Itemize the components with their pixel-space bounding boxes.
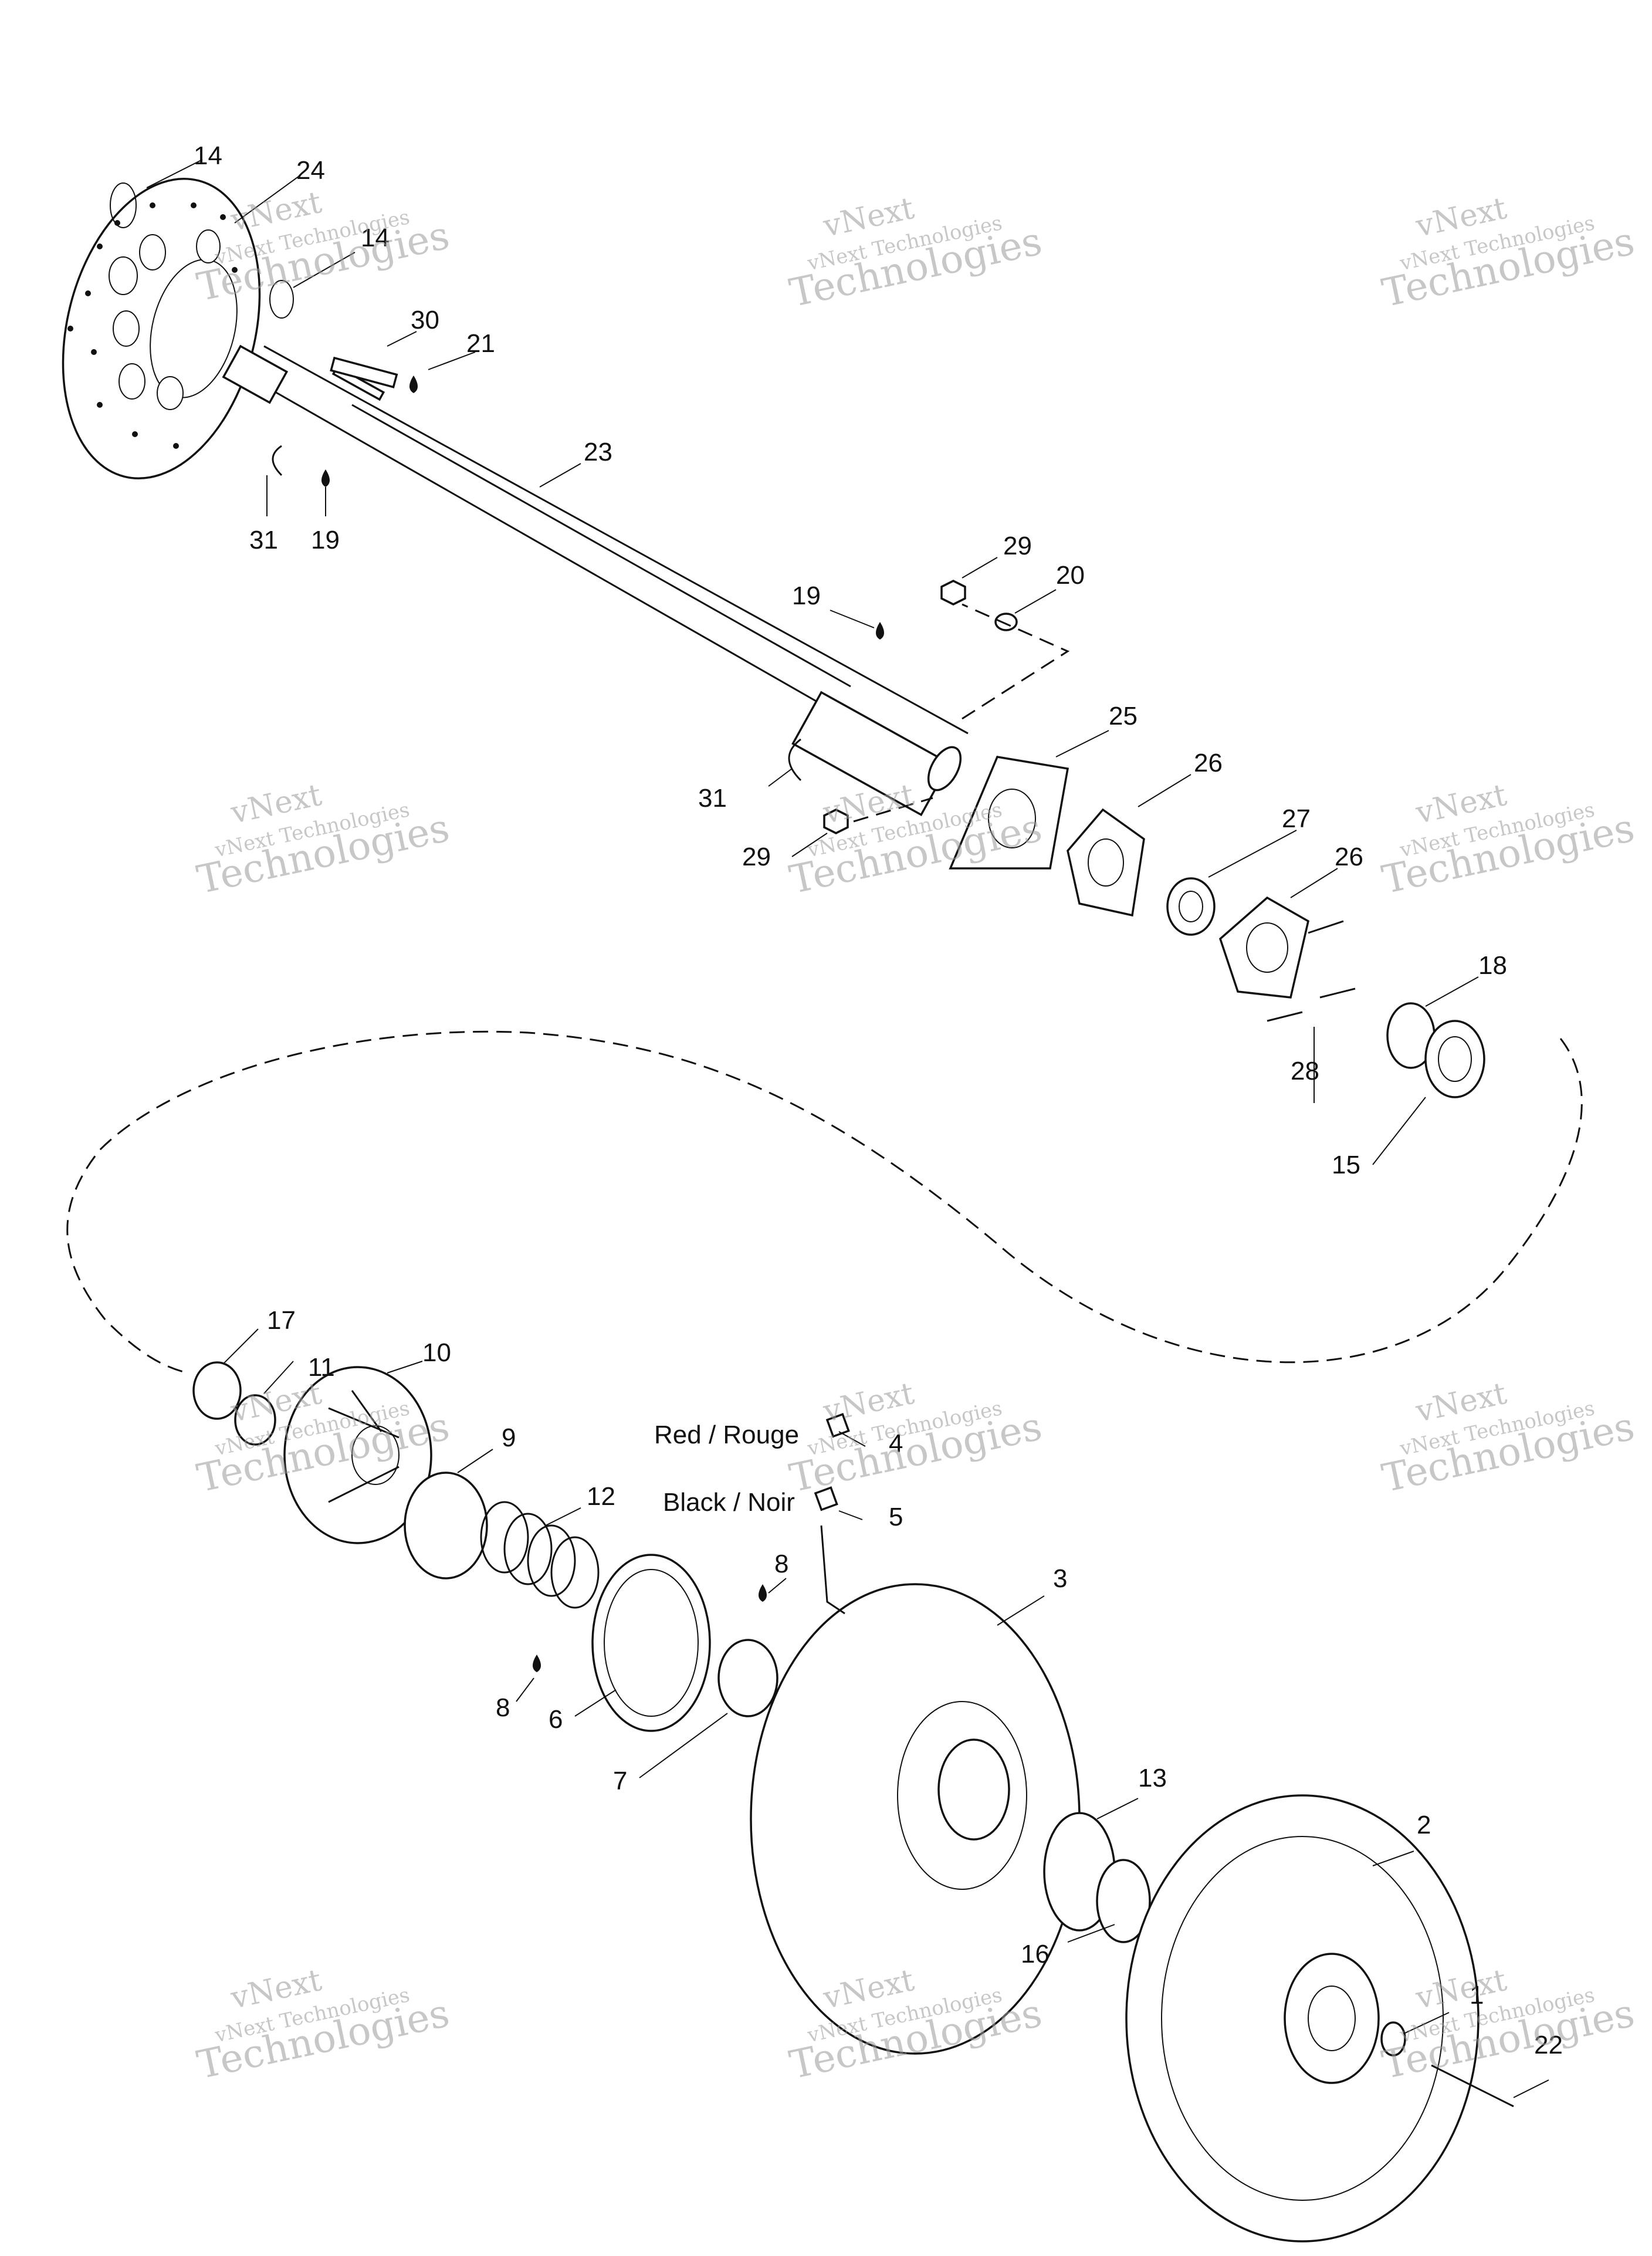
callout-10: 10 [422, 1338, 451, 1367]
callout-17: 17 [267, 1306, 296, 1335]
spring [480, 1501, 600, 1609]
bolt [1267, 920, 1356, 1022]
key [330, 356, 398, 388]
callout-1: 1 [1470, 1981, 1484, 2010]
callout-19b: 19 [792, 581, 821, 610]
callout-26: 26 [1194, 749, 1223, 777]
drive-belt-outline [66, 1030, 1583, 1374]
drive-shaft [222, 344, 969, 817]
shim-ring [1424, 1020, 1485, 1098]
circlip [788, 738, 802, 782]
red-connector-label: Red / Rouge [654, 1420, 799, 1449]
shim-ring [192, 1361, 242, 1420]
black-connector [814, 1486, 838, 1511]
callout-26b: 26 [1335, 843, 1363, 871]
cam-slider [404, 1472, 488, 1579]
callout-29b: 29 [742, 843, 771, 871]
callout-27: 27 [1282, 804, 1311, 833]
callout-20: 20 [1056, 561, 1085, 590]
retaining-ring [269, 280, 294, 319]
washer [994, 613, 1018, 631]
callout-6: 6 [549, 1705, 563, 1734]
callout-18: 18 [1478, 951, 1507, 980]
callout-15: 15 [1332, 1151, 1360, 1179]
callout-11: 11 [308, 1353, 335, 1382]
callout-24: 24 [296, 156, 325, 185]
nut [823, 580, 966, 834]
callout-23: 23 [584, 438, 612, 466]
callout-labels: 1 2 3 4 5 6 7 8 8 9 10 11 12 13 14 14 15… [194, 141, 1563, 2059]
callout-12: 12 [587, 1482, 615, 1511]
callout-30: 30 [411, 306, 439, 334]
shim-ring [1096, 1859, 1151, 1943]
leader-lines [146, 159, 1549, 2098]
callout-28: 28 [1291, 1057, 1319, 1085]
callout-29: 29 [1003, 532, 1032, 560]
callout-31b: 31 [698, 784, 727, 813]
callout-14b: 14 [361, 224, 390, 252]
callout-31: 31 [249, 526, 278, 554]
washer [1380, 2021, 1406, 2057]
bearing-housing [949, 756, 1309, 999]
cam [283, 1366, 432, 1544]
callout-25: 25 [1109, 702, 1138, 730]
callout-2: 2 [1417, 1811, 1431, 1839]
sleeve [591, 1554, 711, 1732]
callout-8: 8 [774, 1550, 788, 1578]
callout-5: 5 [889, 1503, 903, 1531]
callout-13: 13 [1138, 1764, 1167, 1792]
callout-9: 9 [502, 1423, 516, 1452]
callout-14: 14 [194, 141, 222, 170]
fixed-sheave [1125, 1794, 1480, 2243]
callout-8b: 8 [496, 1693, 510, 1722]
red-connector [825, 1413, 850, 1438]
callout-19: 19 [311, 526, 340, 554]
callout-21: 21 [466, 329, 495, 358]
callout-22: 22 [1534, 2031, 1563, 2059]
shim-ring [234, 1394, 276, 1446]
brake-disc [62, 178, 261, 479]
bushing [717, 1639, 778, 1717]
callout-4: 4 [889, 1429, 903, 1458]
retaining-ring [110, 182, 137, 228]
callout-16: 16 [1021, 1940, 1050, 1968]
grease-drop-icon [321, 376, 884, 1672]
callout-7: 7 [613, 1767, 627, 1795]
callout-3: 3 [1053, 1564, 1067, 1593]
circlip [272, 445, 283, 476]
sliding-sheave [750, 1583, 1081, 2055]
bolt [1431, 2064, 1514, 2108]
black-connector-label: Black / Noir [663, 1488, 795, 1517]
